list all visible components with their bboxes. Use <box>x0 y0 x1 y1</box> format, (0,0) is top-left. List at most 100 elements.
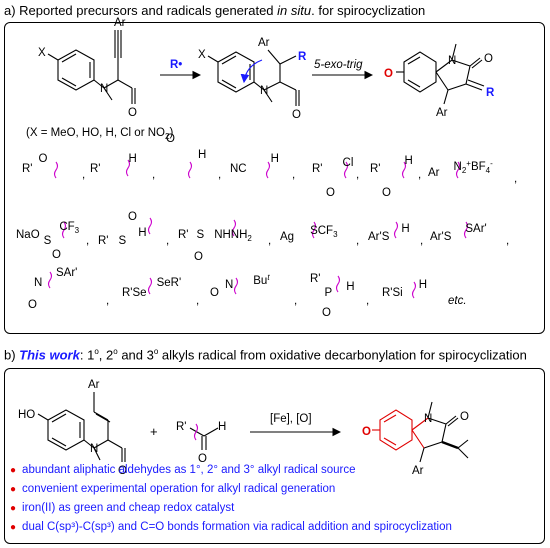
p17-o: O <box>322 307 331 319</box>
ald-o: O <box>198 453 207 465</box>
section-b-prefix: b) <box>4 347 20 363</box>
svg-text:,: , <box>86 235 89 247</box>
svg-text:,: , <box>292 169 295 181</box>
comma-separators: , , , , , , , , , , , , , , , , , <box>82 169 517 307</box>
sma-ar: Ar <box>114 17 126 29</box>
p8-o: O <box>52 249 61 261</box>
smb-ho: HO <box>18 409 35 421</box>
svg-text:,: , <box>166 235 169 247</box>
bullet-3-text: iron(II) as green and cheap redox cataly… <box>22 502 235 514</box>
prod-b-n: N <box>424 413 432 425</box>
bullet-4: ●dual C(sp³)-C(sp³) and C=O bonds format… <box>10 521 452 533</box>
svg-text:,: , <box>268 235 271 247</box>
sup-o3: o <box>153 347 159 356</box>
bullet-4-text: dual C(sp³)-C(sp³) and C=O bonds formati… <box>22 521 452 533</box>
svg-text:,: , <box>294 295 297 307</box>
svg-text:,: , <box>218 169 221 181</box>
p4: NCH <box>230 153 279 175</box>
p9-o: O <box>128 211 137 223</box>
p5-o: O <box>326 187 335 199</box>
p6: R'H <box>370 155 413 175</box>
svg-text:,: , <box>356 169 359 181</box>
section-a-title-suffix: . for spirocyclization <box>311 3 426 18</box>
p14-sar: SAr' <box>56 267 77 279</box>
section-b-text2: , 2 <box>98 347 114 363</box>
int-o: O <box>292 109 301 121</box>
bullet-2: ●convenient experimental operation for a… <box>10 483 336 495</box>
product-b-structure <box>372 401 469 463</box>
p15: R'SeSeR' <box>122 277 181 299</box>
section-a-title-text: a) Reported precursors and radicals gene… <box>4 3 278 18</box>
p14-o: O <box>28 299 37 311</box>
prod-b-o2: O <box>460 411 469 423</box>
section-b-tail: alkyls radical from oxidative decarbonyl… <box>158 347 527 363</box>
p5: R'Cl <box>312 157 353 175</box>
bullet-1: ●abundant aliphatic aldehydes as 1°, 2° … <box>10 464 356 476</box>
ald-h: H <box>218 421 226 433</box>
etc-label: etc. <box>448 295 467 307</box>
sup-o1: o <box>94 347 99 356</box>
prod-a-ar: Ar <box>436 107 448 119</box>
prod-a-o: O <box>384 68 393 80</box>
p1: R'O <box>22 153 48 175</box>
intermediate-a-structure <box>207 49 300 106</box>
p13: Ar'SSAr' <box>430 223 487 243</box>
int-x: X <box>198 49 206 61</box>
exo-trig-label: 5-exo-trig <box>314 59 363 71</box>
prod-a-o2: O <box>484 53 493 65</box>
p9: R'SH <box>98 227 147 247</box>
ald-r: R' <box>176 421 187 433</box>
svg-text:,: , <box>82 169 85 181</box>
prod-a-r: R <box>486 87 495 99</box>
int-r: R <box>298 51 307 63</box>
section-a-title-italic: in situ <box>277 3 312 18</box>
p10-o: O <box>194 251 203 263</box>
aldehyde-b-structure <box>189 423 219 450</box>
bullet-3: ●iron(II) as green and cheap redox catal… <box>10 502 235 514</box>
p18: R'SiH <box>382 279 427 299</box>
sm-a-structure <box>47 30 136 104</box>
p12: Ar'SH <box>368 223 410 243</box>
svg-text:,: , <box>356 235 359 247</box>
sma-o: O <box>128 107 137 119</box>
p2: R'H <box>90 153 137 175</box>
int-n: N <box>260 85 268 97</box>
svg-text:,: , <box>506 235 509 247</box>
radical-label: R• <box>170 59 182 71</box>
int-ar: Ar <box>258 37 270 49</box>
svg-text:,: , <box>514 173 517 185</box>
prod-b-o: O <box>362 426 371 438</box>
smb-o: O <box>118 465 127 477</box>
sm-b-structure <box>37 392 126 462</box>
sma-n: N <box>100 83 108 95</box>
section-b-bold: This work <box>19 347 80 363</box>
section-a-title: a) Reported precursors and radicals gene… <box>4 3 425 18</box>
sma-x: X <box>38 47 46 59</box>
bullet-1-text: abundant aliphatic aldehydes as 1°, 2° a… <box>22 464 356 476</box>
svg-text:,: , <box>420 235 423 247</box>
section-b-text1: : 1 <box>79 347 95 363</box>
svg-text:,: , <box>196 295 199 307</box>
product-a-structure <box>396 43 485 105</box>
svg-text:,: , <box>106 295 109 307</box>
wavy-bonds <box>47 159 469 299</box>
section-b-box <box>4 368 545 544</box>
p6-o: O <box>382 187 391 199</box>
reagents-label: [Fe], [O] <box>270 413 312 425</box>
x-substituents: (X = MeO, HO, H, Cl or NO2) <box>26 127 173 141</box>
p3-h: H <box>198 149 206 161</box>
sup-o2: o <box>113 347 118 356</box>
section-b-text3: and 3 <box>117 347 154 363</box>
smb-n: N <box>90 443 98 455</box>
prod-a-n: N <box>448 55 456 67</box>
prod-b-ar: Ar <box>412 465 424 477</box>
svg-text:,: , <box>152 169 155 181</box>
plus-sign: + <box>150 424 158 439</box>
